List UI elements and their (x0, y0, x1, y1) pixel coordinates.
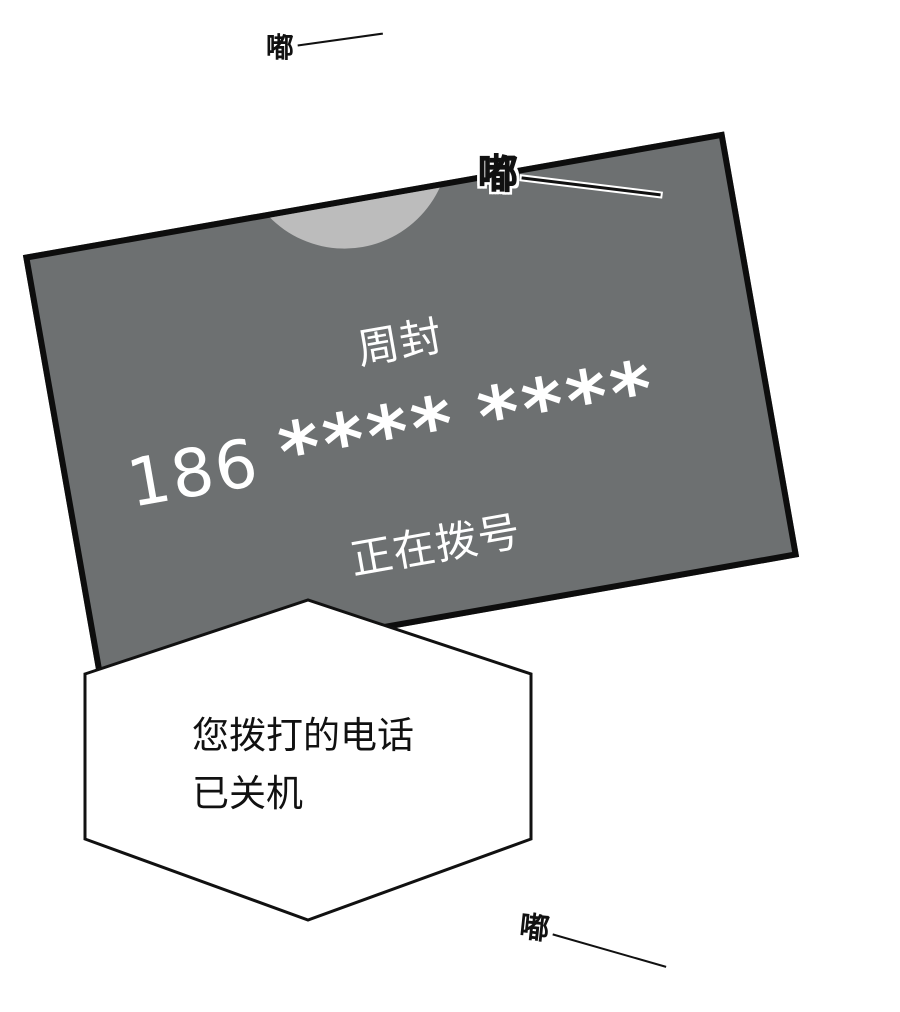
sfx-du-bottom: 嘟 (516, 909, 670, 982)
speech-bubble-shape (83, 598, 533, 922)
sfx-du-top: 嘟 (264, 20, 385, 64)
sfx-du-middle-text: 嘟 (477, 151, 518, 198)
phone-number-masked-2: **** (471, 343, 664, 464)
speech-bubble: 您拨打的电话 已关机 (82, 597, 534, 923)
speech-bubble-line-2: 已关机 (192, 772, 303, 815)
sfx-du-middle-trail (521, 175, 661, 196)
sfx-du-top-trail (297, 32, 384, 47)
speech-bubble-text: 您拨打的电话 已关机 (192, 707, 414, 823)
sfx-du-top-text: 嘟 (265, 31, 294, 65)
phone-number-masked-1: **** (272, 378, 465, 499)
phone-number-prefix: 186 (121, 423, 266, 523)
speech-bubble-line-1: 您拨打的电话 (192, 714, 414, 757)
contact-avatar (222, 131, 467, 266)
sfx-du-bottom-trail (552, 933, 667, 968)
sfx-du-bottom-text: 嘟 (517, 909, 552, 948)
